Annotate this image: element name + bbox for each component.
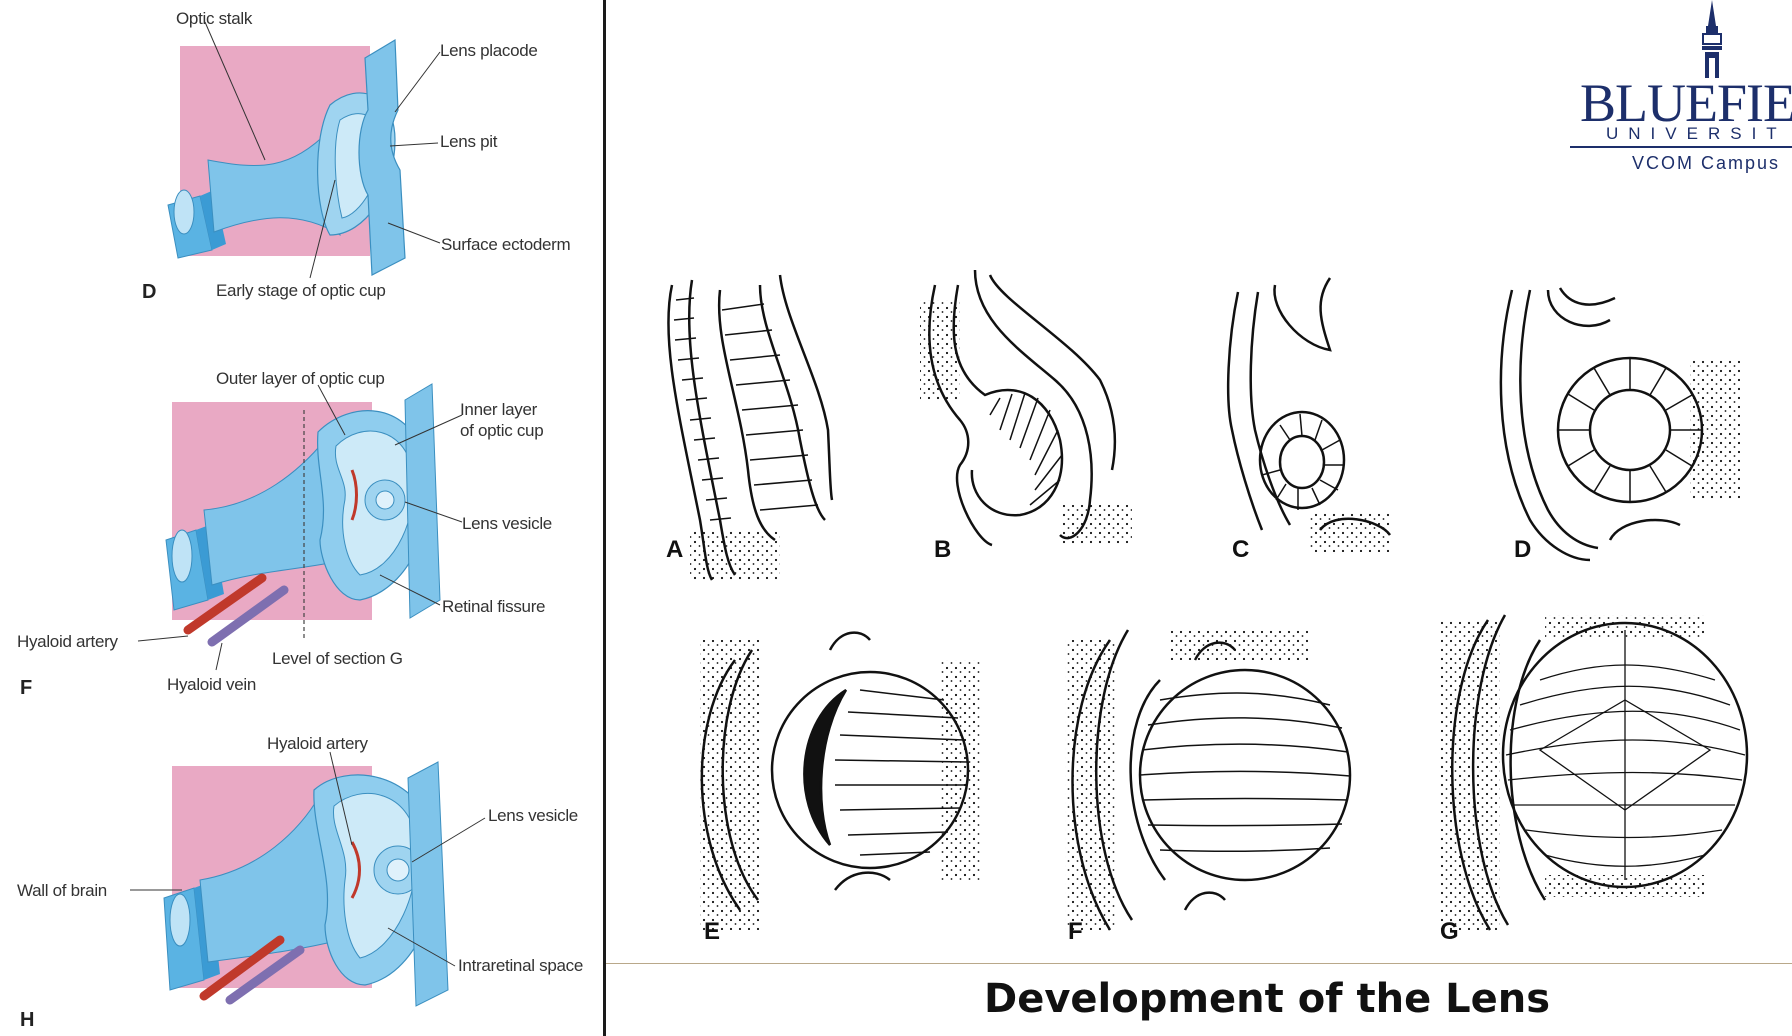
label-retinal-fissure: Retinal fissure xyxy=(442,597,546,616)
slide-title: Development of the Lens xyxy=(984,976,1551,1022)
lens-stage-drawings xyxy=(667,269,1749,931)
label-lens-pit: Lens pit xyxy=(440,132,498,151)
left-figure: Optic stalk Lens placode Lens pit Surfac… xyxy=(0,0,603,1036)
label-surface-ectoderm: Surface ectoderm xyxy=(441,235,571,254)
label-lens-placode: Lens placode xyxy=(440,41,538,60)
logo-wordmark: BLUEFIEL xyxy=(1580,73,1792,133)
label-of-optic-cup: of optic cup xyxy=(460,421,544,440)
label-hyaloid-vein: Hyaloid vein xyxy=(167,675,257,694)
vertical-divider xyxy=(603,0,606,1036)
stage-letter-a: A xyxy=(666,536,684,563)
panel-letter-d: D xyxy=(142,281,157,303)
stage-letter-b: B xyxy=(934,536,952,563)
stage-letter-e: E xyxy=(704,918,721,945)
stage-b-drawing xyxy=(920,269,1132,547)
logo-campus-text: VCOM Campus xyxy=(1632,153,1781,173)
label-level-of-section-g: Level of section G xyxy=(272,649,403,668)
stage-g-drawing xyxy=(1440,614,1749,931)
optic-cup-drawings xyxy=(130,21,486,1007)
label-outer-layer-optic-cup: Outer layer of optic cup xyxy=(216,369,385,388)
title-rule xyxy=(606,963,1792,964)
logo-university-text: UNIVERSIT xyxy=(1606,124,1787,143)
stage-e-drawing xyxy=(700,631,980,930)
label-inner-layer: Inner layer xyxy=(460,400,538,419)
label-intraretinal-space: Intraretinal space xyxy=(458,956,584,975)
label-hyaloid-artery-h: Hyaloid artery xyxy=(267,734,368,753)
label-lens-vesicle-f: Lens vesicle xyxy=(462,514,552,533)
stage-letter-c: C xyxy=(1232,536,1250,563)
logo-divider xyxy=(1570,146,1792,148)
panel-d-illustration xyxy=(167,21,441,279)
label-hyaloid-artery-f: Hyaloid artery xyxy=(17,632,118,651)
stage-c-drawing xyxy=(1226,277,1392,552)
tower-icon xyxy=(1702,0,1722,78)
panel-letter-f: F xyxy=(20,677,33,699)
label-lens-vesicle-h: Lens vesicle xyxy=(488,806,578,825)
label-early-optic-cup: Early stage of optic cup xyxy=(216,281,386,300)
panel-letter-h: H xyxy=(20,1009,35,1031)
right-figure: A B C D E F G xyxy=(606,0,1792,1036)
stage-letter-f: F xyxy=(1068,918,1083,945)
label-optic-stalk: Optic stalk xyxy=(176,9,253,28)
label-wall-of-brain: Wall of brain xyxy=(17,881,107,900)
stage-letter-g: G xyxy=(1440,918,1459,945)
panel-h-illustration xyxy=(130,751,486,1007)
stage-f-drawing xyxy=(1065,629,1352,931)
stage-d-drawing xyxy=(1499,287,1740,562)
panel-f-illustration xyxy=(137,383,463,671)
stage-letter-d: D xyxy=(1514,536,1532,563)
stage-a-drawing xyxy=(667,274,834,581)
